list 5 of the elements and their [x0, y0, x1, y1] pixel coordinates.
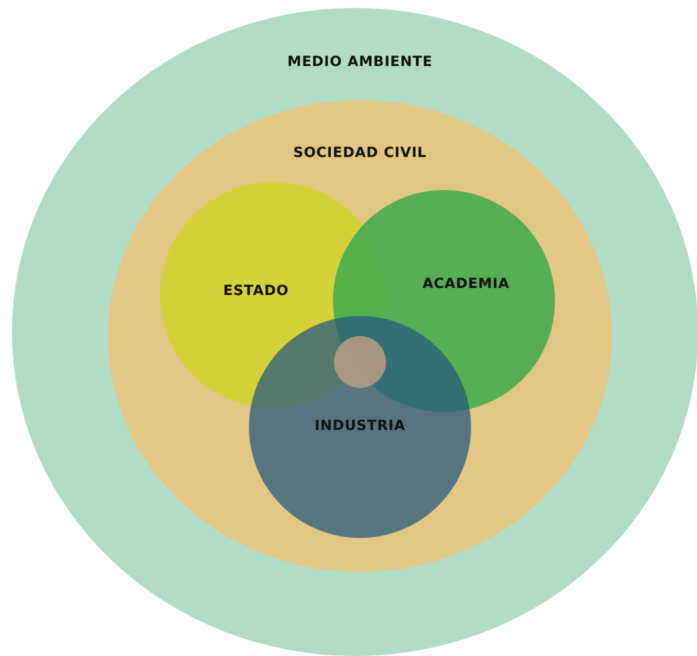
- circle-label: MEDIO AMBIENTE: [287, 54, 433, 70]
- circle-label: ACADEMIA: [422, 276, 510, 292]
- circle-label: SOCIEDAD CIVIL: [293, 145, 427, 161]
- circle-label: INDUSTRIA: [314, 418, 406, 434]
- circle-label: ESTADO: [223, 283, 289, 299]
